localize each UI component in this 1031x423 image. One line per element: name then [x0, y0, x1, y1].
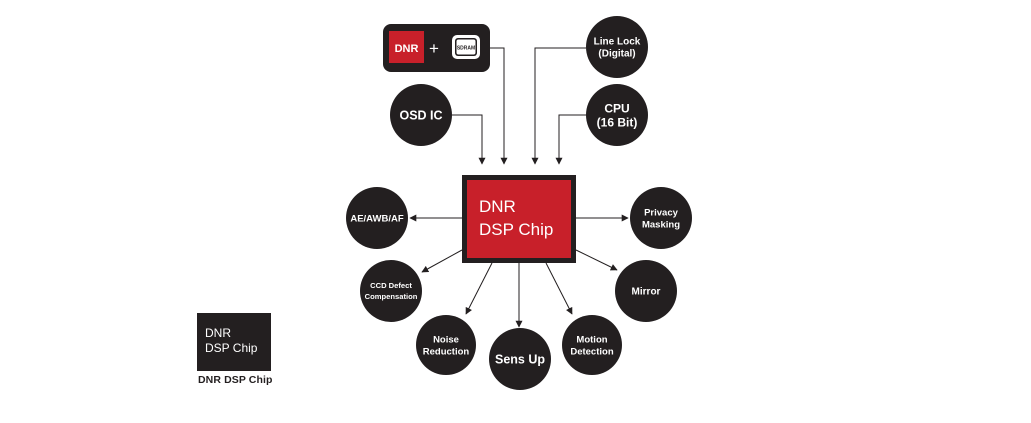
arrow-linelock-to-chip: [531, 47, 586, 165]
dnr-sdram-module: DNR + SDRAM: [383, 24, 490, 72]
node-line-lock: Line Lock(Digital): [586, 16, 648, 78]
sdram-label: SDRAM: [457, 46, 475, 52]
node-label-privacy-masking-1: Privacy: [644, 207, 679, 218]
chip-body: [467, 180, 571, 258]
node-circle-line-lock: [586, 16, 648, 78]
legend-line1: DNR: [205, 326, 231, 340]
node-circle-ae-awb-af: [346, 187, 408, 249]
legend-chip-swatch: DNR DSP Chip: [197, 313, 271, 371]
node-label-line-lock-2: (Digital): [598, 49, 635, 60]
node-mirror: Mirror: [615, 260, 677, 322]
node-label-ae-awb-af-1: AE/AWB/AF: [350, 213, 404, 224]
node-label-motion-detection-1: Motion: [576, 334, 607, 345]
node-label-line-lock-1: Line Lock: [594, 37, 641, 48]
arrow-sdram-to-chip: [490, 47, 508, 165]
legend-line2: DSP Chip: [205, 341, 258, 355]
node-circle-cpu: [586, 84, 648, 146]
node-circle-privacy-masking: [630, 187, 692, 249]
node-label-ccd-defect-1: CCD Defect: [370, 281, 412, 290]
node-circle-sens-up: [489, 328, 551, 390]
node-label-motion-detection-2: Detection: [570, 346, 613, 357]
arrow-osd-to-chip: [452, 114, 486, 165]
node-cpu: CPU(16 Bit): [586, 84, 648, 146]
node-label-cpu-2: (16 Bit): [597, 115, 638, 129]
arrow-chip-to-noise: [465, 262, 493, 315]
node-ae-awb-af: AE/AWB/AF: [346, 187, 408, 249]
node-label-mirror-1: Mirror: [632, 287, 661, 298]
node-circle-mirror: [615, 260, 677, 322]
node-label-sens-up-1: Sens Up: [495, 353, 545, 367]
node-label-noise-reduction-2: Reduction: [423, 346, 470, 357]
plus-sign: +: [429, 39, 439, 58]
arrow-chip-to-ccd: [421, 249, 463, 273]
node-osd-ic: OSD IC: [390, 84, 452, 146]
node-label-osd-ic-1: OSD IC: [399, 109, 442, 123]
chip-label-line1: DNR: [479, 197, 516, 216]
sdram-chip-icon: SDRAM: [452, 35, 480, 59]
chip-label-line2: DSP Chip: [479, 220, 553, 239]
arrow-chip-to-motion: [545, 262, 573, 315]
node-label-ccd-defect-2: Compensation: [365, 292, 418, 301]
dnr-memory-block: [389, 31, 424, 63]
arrow-cpu-to-chip: [555, 114, 586, 165]
node-circle-osd-ic: [390, 84, 452, 146]
node-label-cpu-1: CPU: [604, 101, 629, 115]
connection-arrows: [409, 47, 629, 328]
legend-caption: DNR DSP Chip: [198, 374, 273, 386]
node-label-noise-reduction-1: Noise: [433, 334, 459, 345]
node-label-privacy-masking-2: Masking: [642, 219, 680, 230]
node-circle-noise-reduction: [416, 315, 476, 375]
node-sens-up: Sens Up: [489, 328, 551, 390]
node-circle-ccd-defect: [360, 260, 422, 322]
dnr-memory-label: DNR: [395, 43, 419, 55]
arrow-chip-to-mirror: [575, 249, 618, 271]
feature-nodes: Line Lock(Digital) OSD IC CPU(16 Bit) AE/AW…: [346, 16, 692, 390]
node-circle-motion-detection: [562, 315, 622, 375]
dnr-dsp-chip: DNR DSP Chip: [462, 175, 576, 263]
